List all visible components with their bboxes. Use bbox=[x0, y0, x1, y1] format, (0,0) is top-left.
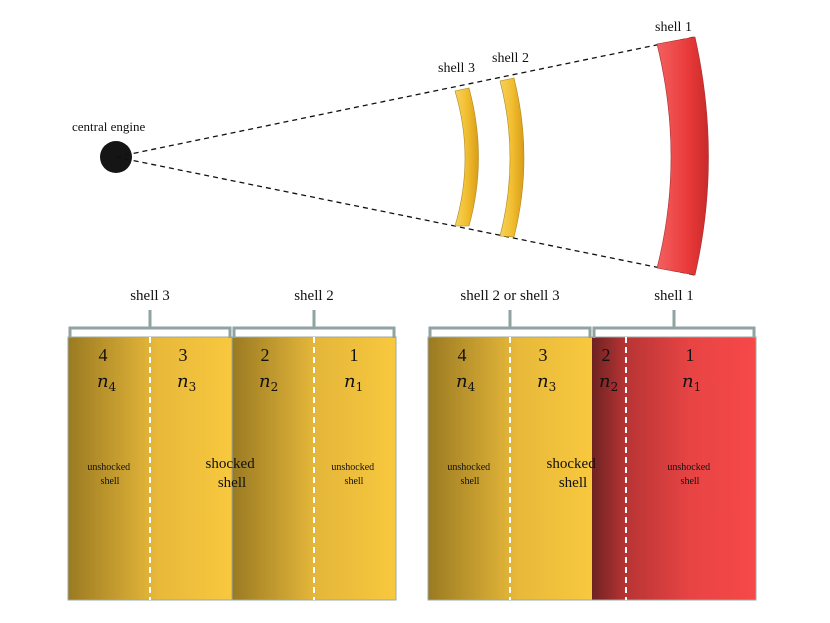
region-number-2: 2 bbox=[261, 345, 270, 365]
cone-edge-upper bbox=[115, 36, 696, 158]
left-panel: shell 3 shell 2 4 3 2 1 n4 n3 n2 n1 unsh… bbox=[67, 288, 397, 601]
right-panel: shell 2 or shell 3 shell 1 4 3 2 1 n4 n3… bbox=[427, 288, 757, 601]
density-n3-right: n3 bbox=[537, 371, 556, 394]
density-n2: n2 bbox=[259, 371, 278, 394]
cone-edge-lower bbox=[115, 156, 696, 276]
bracket-shell-3 bbox=[68, 310, 232, 338]
density-n2-right: n2 bbox=[599, 371, 618, 394]
density-n3: n3 bbox=[177, 371, 196, 394]
region-2-band bbox=[592, 337, 626, 600]
density-n4-right: n4 bbox=[456, 371, 476, 394]
shell-2-label: shell 2 bbox=[492, 51, 529, 66]
region-number-3: 3 bbox=[179, 345, 188, 365]
unshocked-shell-left-label-right: unshocked shell bbox=[447, 462, 492, 487]
region-number-3-right: 3 bbox=[539, 345, 548, 365]
density-n4: n4 bbox=[97, 371, 117, 394]
central-engine-label: central engine bbox=[72, 119, 145, 134]
bracket-shell-2-or-3 bbox=[428, 310, 592, 338]
unshocked-shell-right-label: unshocked shell bbox=[331, 462, 376, 487]
unshocked-shell-right-label-right: unshocked shell bbox=[667, 462, 712, 487]
bracket-shell-1 bbox=[592, 310, 756, 338]
region-number-4-right: 4 bbox=[458, 345, 467, 365]
region-number-2-right: 2 bbox=[602, 345, 611, 365]
bracket-label-shell-3: shell 3 bbox=[130, 288, 170, 304]
density-n1-right: n1 bbox=[682, 371, 701, 394]
region-number-1: 1 bbox=[350, 345, 359, 365]
bracket-shell-2 bbox=[232, 310, 396, 338]
shell-3-arc bbox=[454, 87, 479, 227]
shocked-shell-label-right: shocked shell bbox=[547, 456, 600, 491]
unshocked-shell-left-label: unshocked shell bbox=[87, 462, 132, 487]
region-1-block bbox=[626, 337, 756, 600]
top-diagram: central engine shell 3 shell 2 shell 1 bbox=[72, 20, 709, 276]
right-panel-border bbox=[427, 336, 757, 601]
bracket-label-shell-1: shell 1 bbox=[654, 288, 694, 304]
bracket-label-shell-2-or-3: shell 2 or shell 3 bbox=[460, 288, 559, 304]
shell-3-label: shell 3 bbox=[438, 61, 475, 76]
shell-2-arc bbox=[499, 77, 525, 238]
density-n1: n1 bbox=[344, 371, 363, 394]
shell-1-label: shell 1 bbox=[655, 20, 692, 35]
region-number-4: 4 bbox=[99, 345, 108, 365]
region-number-1-right: 1 bbox=[686, 345, 695, 365]
shocked-shell-label: shocked shell bbox=[206, 456, 259, 491]
bracket-label-shell-2: shell 2 bbox=[294, 288, 334, 304]
shell-1-arc bbox=[656, 36, 709, 276]
